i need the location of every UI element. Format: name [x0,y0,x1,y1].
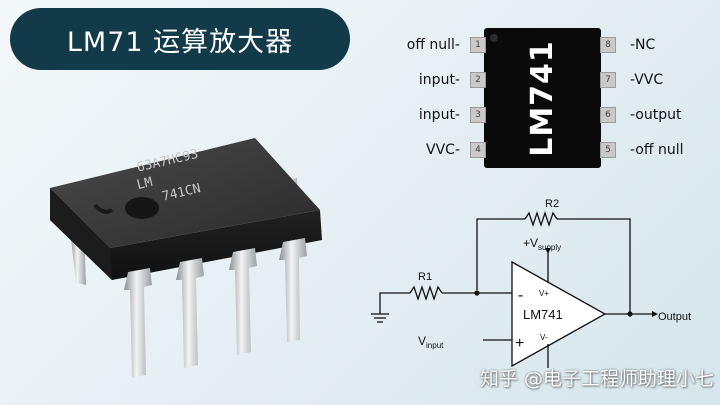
feedback-wire-right [557,218,631,314]
resistor-r1 [409,284,443,302]
pin-label-8: -NC [630,37,656,53]
pin-3: 3 [470,107,486,123]
label-vplus: V+ [539,289,549,298]
junction-dot-inv [474,290,480,296]
label-supply: +Vsupply [523,236,561,252]
chip-front-pins [124,238,307,378]
feedback-wire-left [476,218,525,290]
ic-body [484,28,601,168]
label-vminus: V- [540,333,548,342]
pin-1: 1 [470,37,486,53]
pin-label-3: input- [418,107,460,123]
label-output: Output [658,311,691,323]
chip-photo: 63A7HC93 LM 741CN [50,138,322,378]
pin-label-4: VVC- [426,142,460,158]
pin-label-1: off null- [406,37,460,53]
resistor-r2 [524,210,558,228]
watermark: 知乎 @电子工程师助理小七 [480,368,715,390]
pinout-diagram: LM741 1 2 3 4 8 7 6 5 off null- input- i… [360,0,720,200]
label-r2: R2 [545,198,559,210]
ground-wire [379,292,410,314]
pin-label-6: -output [630,107,682,123]
label-vinput: Vinput [418,334,444,350]
pin-label-7: -VVC [630,72,664,88]
junction-dot-out [627,311,633,317]
ic-notch [490,34,498,42]
opamp-triangle [511,260,607,368]
chip-side [50,188,322,280]
pin-6: 6 [600,107,616,123]
page-title: LM71 运算放大器 [66,26,294,58]
pin-5: 5 [600,142,616,158]
label-inverting: - [518,287,523,304]
arrow-supply [545,248,551,254]
pin-label-5: -off null [630,142,684,158]
label-noninverting: + [515,335,524,352]
chip-top [50,138,320,248]
pin-7: 7 [600,72,616,88]
ic-label: LM741 [525,39,560,157]
pin-2: 2 [470,72,486,88]
label-r1: R1 [418,271,432,283]
pin-label-2: input- [418,72,460,88]
chip-marking-2: LM [135,175,154,193]
label-opamp: LM741 [523,307,563,322]
chip-dot [125,197,159,219]
arrow-output [652,311,658,317]
pin-8: 8 [600,37,616,53]
title-banner: LM71 运算放大器 [10,8,350,70]
pin-4: 4 [470,142,486,158]
opamp-schematic: R2 R1 +Vsupply V+ V- - + LM741 Output Vi… [371,198,691,368]
